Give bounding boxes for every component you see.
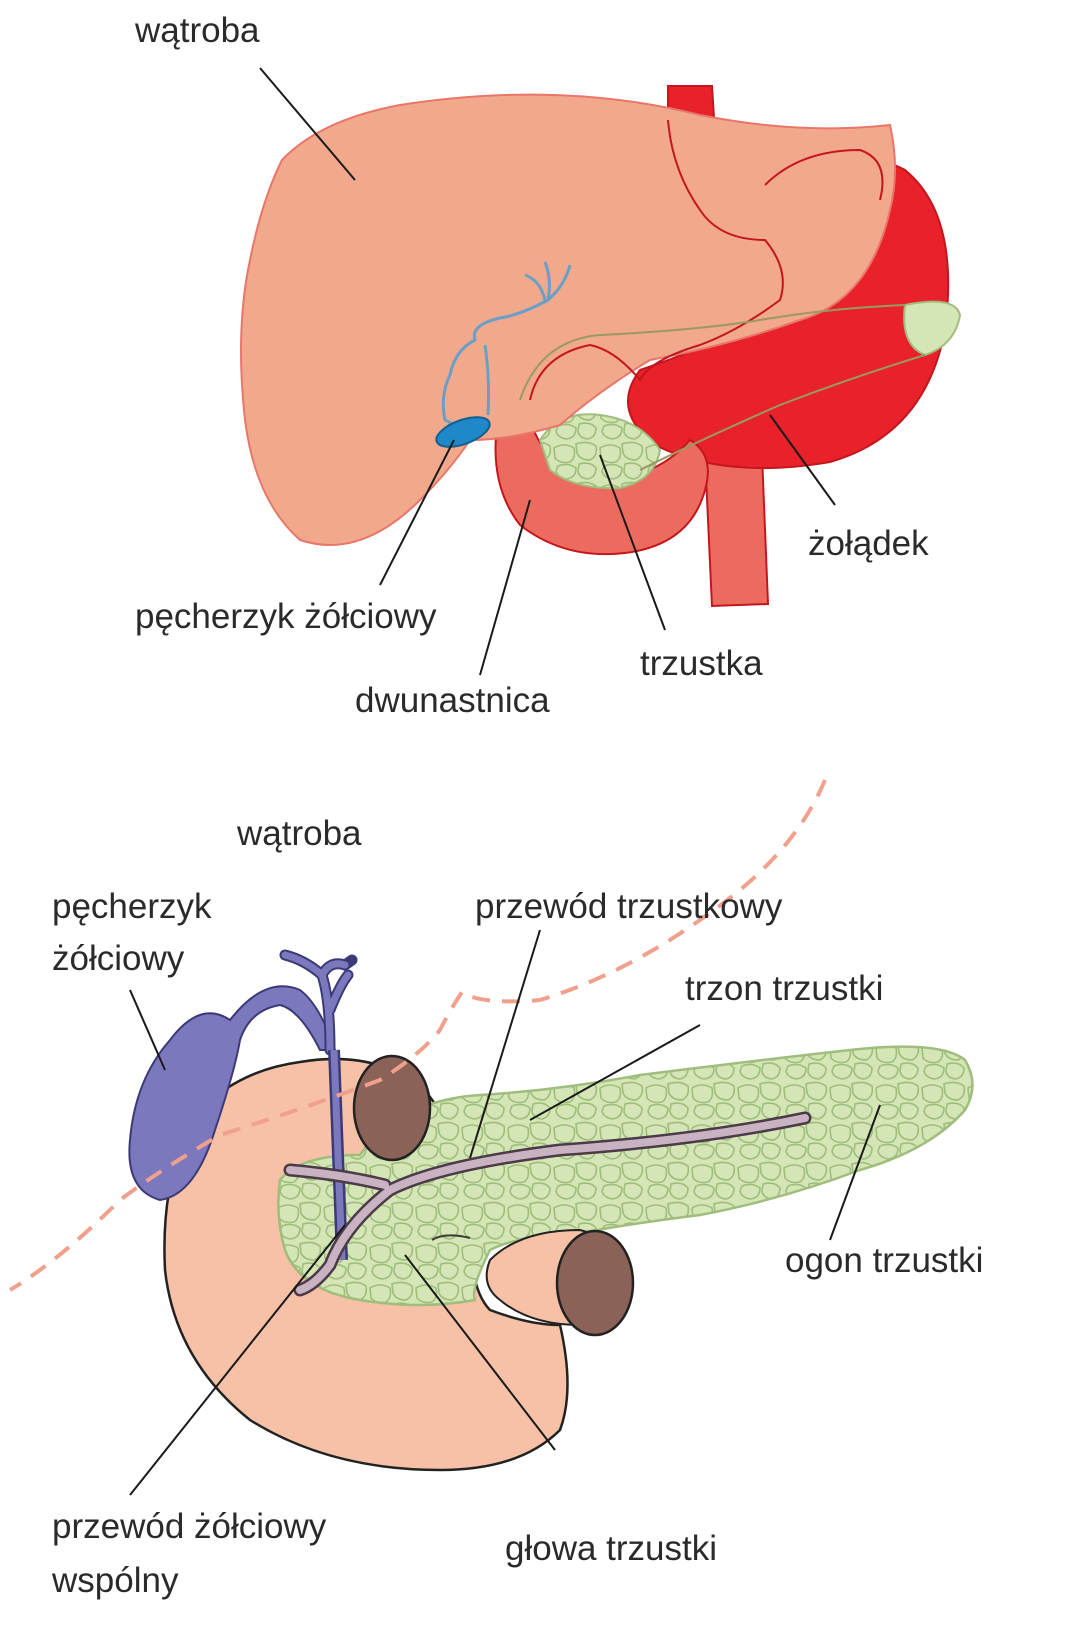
- label-pancreas-body: trzon trzustki: [685, 969, 883, 1008]
- top-diagram: wątroba pęcherzyk żółciowy dwunastnica t…: [134, 11, 960, 720]
- label-pancreas-tail: ogon trzustki: [785, 1241, 983, 1280]
- label-common-bile-duct-1: przewód żółciowy: [52, 1507, 327, 1546]
- label-duodenum-top: dwunastnica: [355, 681, 550, 720]
- label-liver-bottom: wątroba: [236, 814, 362, 853]
- descending-vessel-shape: [705, 455, 768, 606]
- label-pancreas-head: głowa trzustki: [505, 1529, 717, 1568]
- label-gallbladder-top: pęcherzyk żółciowy: [135, 597, 437, 636]
- pancreas-tail-shape: [904, 302, 960, 355]
- label-pancreatic-duct: przewód trzustkowy: [475, 887, 783, 926]
- bottom-diagram: wątroba pęcherzyk żółciowy przewód trzus…: [10, 780, 983, 1600]
- label-liver-top: wątroba: [134, 11, 260, 50]
- leader-gallbladder-bottom: [130, 990, 165, 1070]
- label-gallbladder-bottom-2: żółciowy: [52, 939, 185, 978]
- label-stomach-top: żołądek: [808, 524, 929, 563]
- label-gallbladder-bottom-1: pęcherzyk: [52, 887, 212, 926]
- duodenum-cut-lower: [557, 1231, 633, 1335]
- label-pancreas-top: trzustka: [640, 644, 763, 683]
- leader-duodenum-top: [480, 500, 530, 675]
- label-common-bile-duct-2: wspólny: [51, 1561, 179, 1600]
